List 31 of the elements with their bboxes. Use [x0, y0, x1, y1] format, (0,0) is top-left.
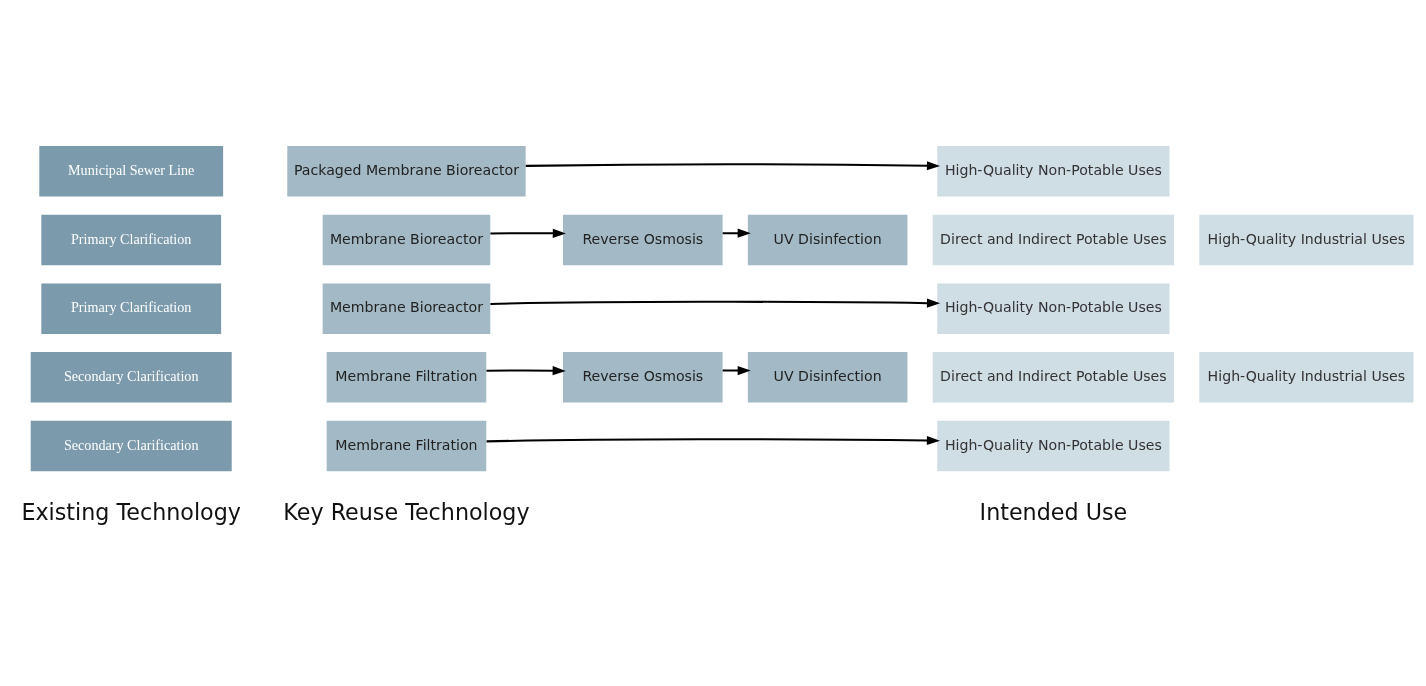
node-box: Secondary Clarification: [30, 352, 232, 403]
node-box: Membrane Bioreactor: [322, 214, 491, 266]
arrow: [525, 161, 941, 171]
node-box: Municipal Sewer Line: [39, 146, 224, 197]
node-box: UV Disinfection: [747, 214, 908, 266]
node-box: High-Quality Non-Potable Uses: [937, 283, 1170, 334]
node-box: Secondary Clarification: [30, 420, 232, 472]
node-box: Primary Clarification: [41, 214, 222, 266]
node-box: Reverse Osmosis: [563, 214, 723, 266]
label: Key Reuse Technology: [283, 499, 530, 526]
node-box: High-Quality Industrial Uses: [1199, 214, 1414, 266]
label: Existing Technology: [21, 499, 241, 526]
node-box: Membrane Bioreactor: [322, 283, 491, 334]
label: Intended Use: [979, 499, 1128, 526]
arrow: [490, 298, 941, 308]
node-box: High-Quality Non-Potable Uses: [937, 146, 1170, 197]
node-box: Membrane Filtration: [326, 352, 487, 403]
node-box: Direct and Indirect Potable Uses: [932, 352, 1175, 403]
node-box: High-Quality Industrial Uses: [1199, 352, 1414, 403]
node-box: Reverse Osmosis: [563, 352, 723, 403]
node-box: Membrane Filtration: [326, 420, 487, 472]
arrow: [722, 365, 751, 376]
node-box: Primary Clarification: [41, 283, 222, 334]
node-box: UV Disinfection: [747, 352, 908, 403]
node-box: Direct and Indirect Potable Uses: [932, 214, 1175, 266]
arrow: [490, 228, 566, 238]
arrow: [486, 366, 566, 376]
node-box: High-Quality Non-Potable Uses: [937, 420, 1170, 472]
arrow: [486, 435, 940, 446]
arrow: [722, 228, 751, 238]
node-box: Packaged Membrane Bioreactor: [287, 146, 526, 197]
